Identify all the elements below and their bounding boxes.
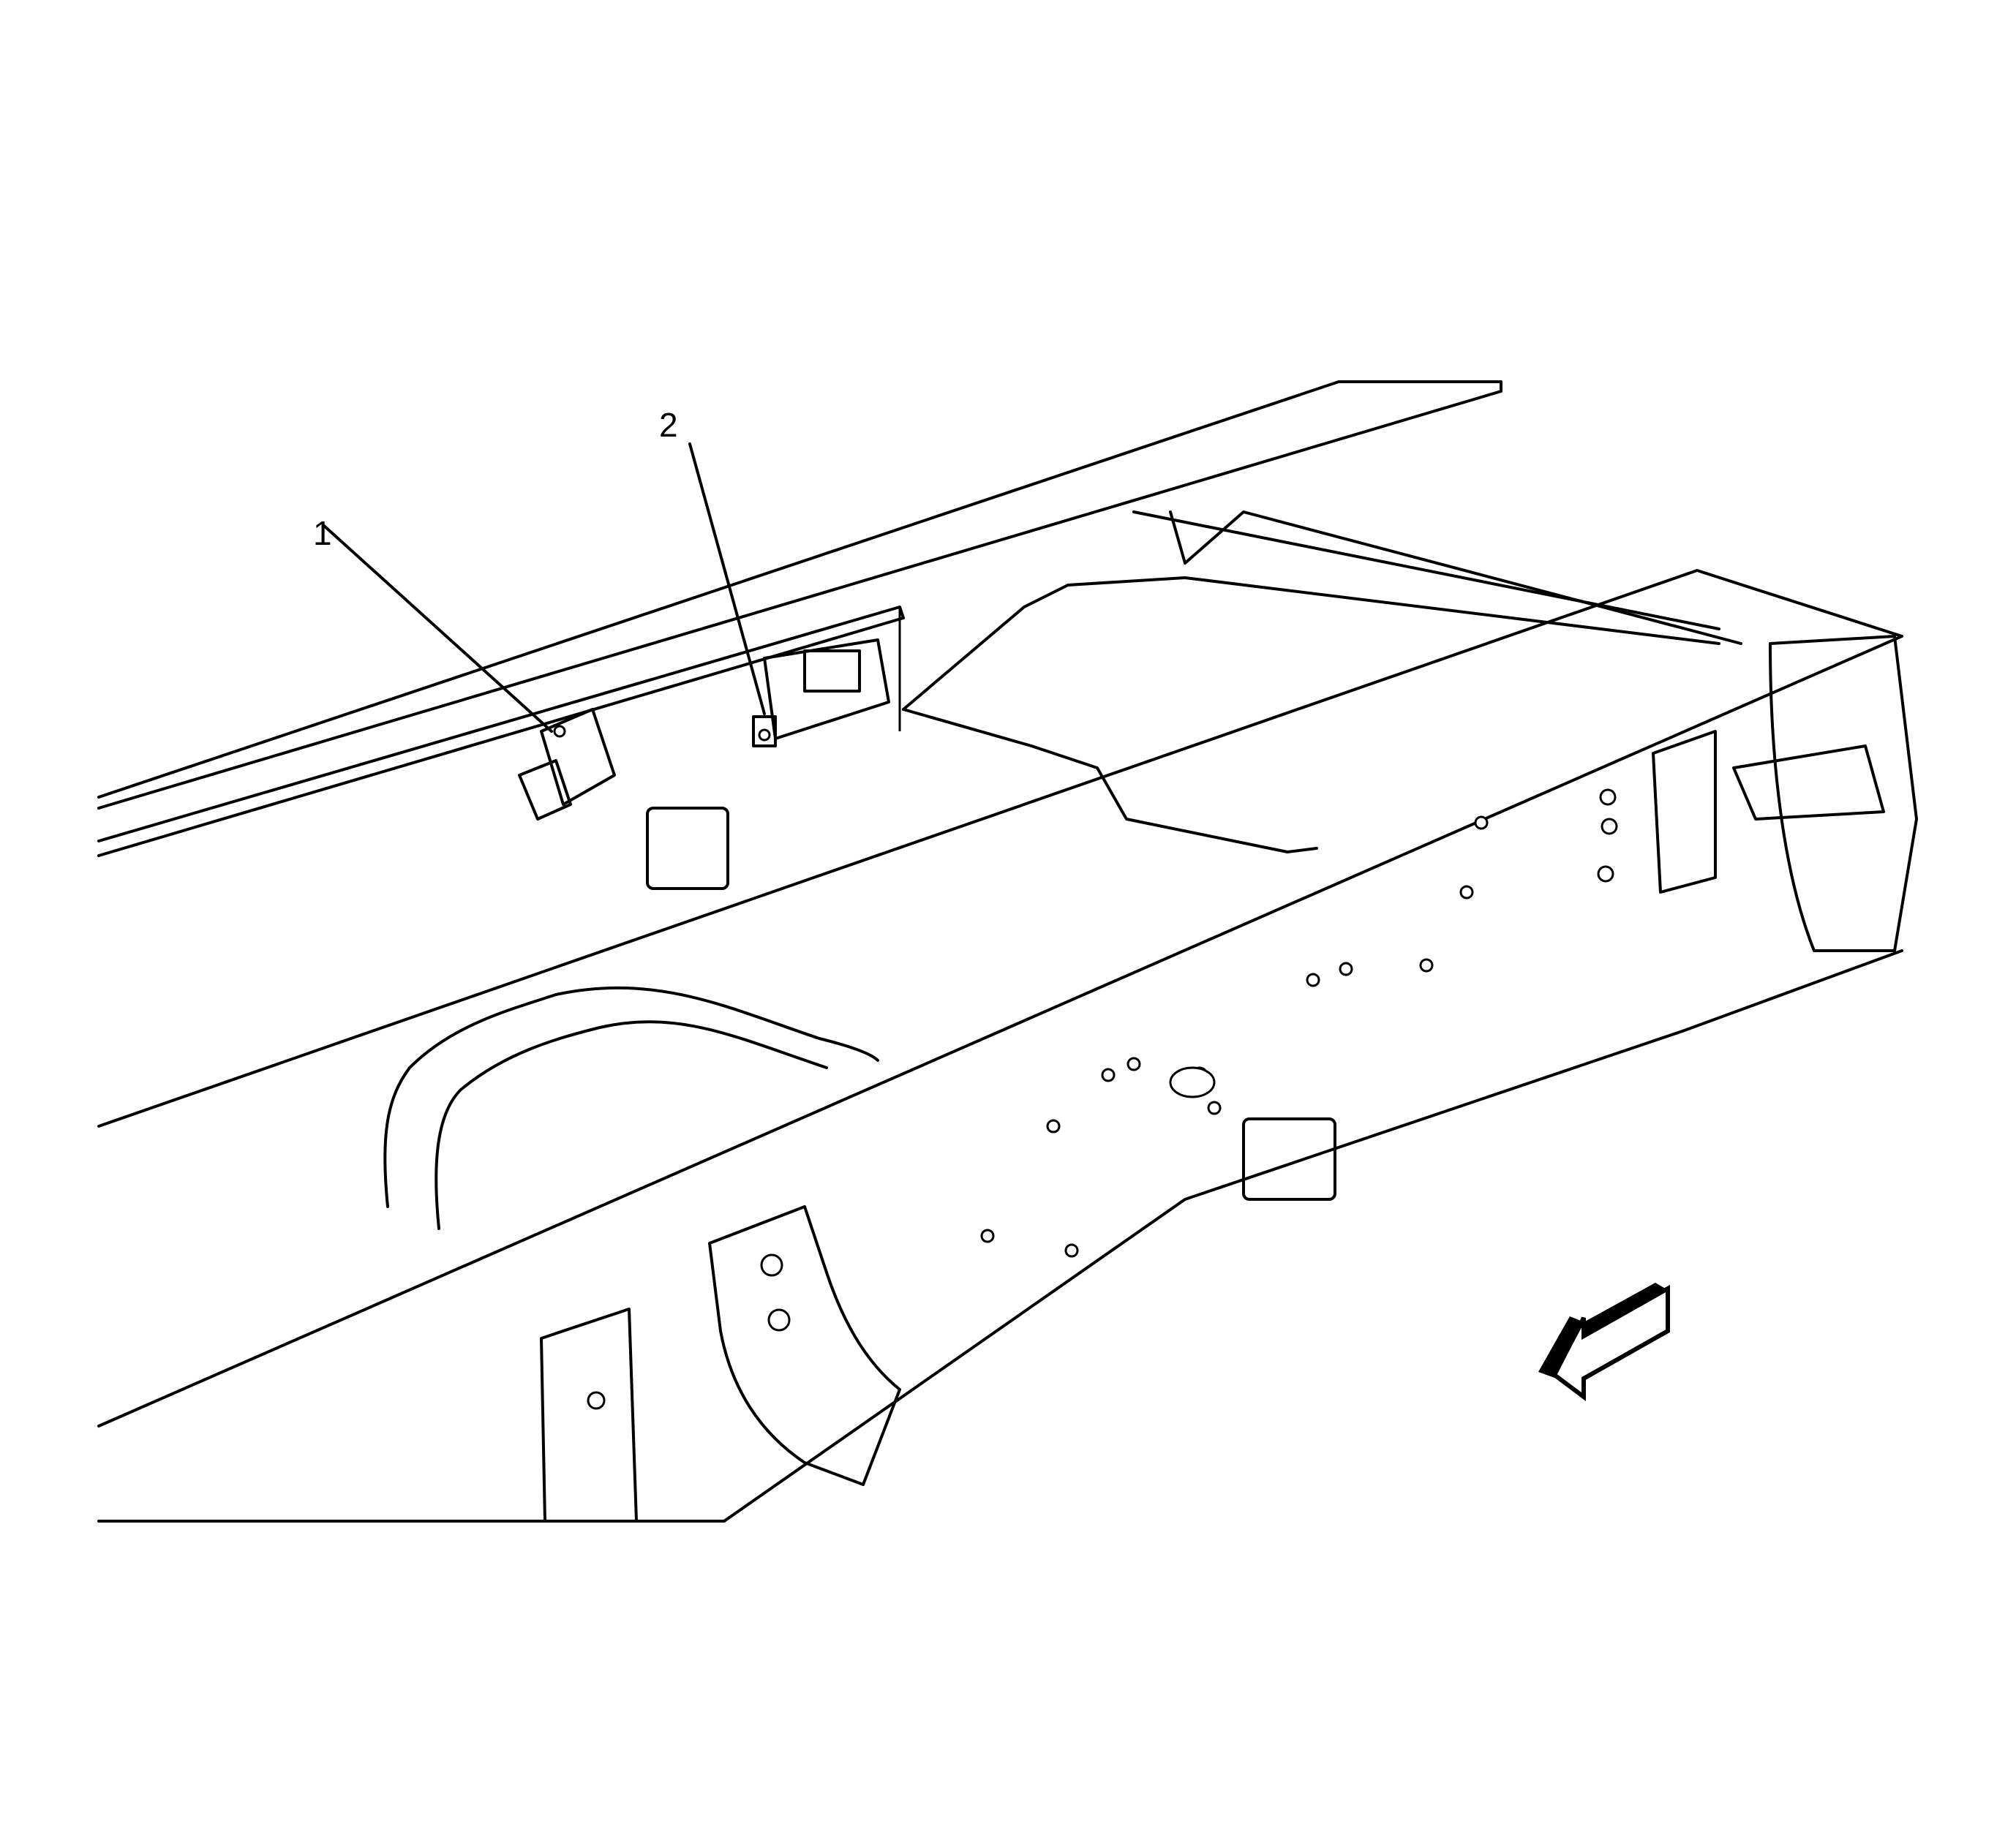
body-mount-front — [708, 1205, 901, 1486]
callout-2-leader — [688, 442, 766, 715]
callout-1: 1 — [313, 514, 332, 552]
near-frame-rail — [97, 569, 1903, 1523]
component-1 — [518, 708, 616, 821]
body-mount-rear — [1652, 635, 1918, 952]
rear-left-mount — [540, 1308, 638, 1523]
crossmember — [902, 510, 1742, 853]
wire-harness — [383, 986, 879, 1230]
far-frame-rail — [97, 380, 1502, 857]
callout-2: 2 — [659, 406, 678, 444]
module-2 — [752, 638, 890, 747]
front-direction-arrow-icon — [1538, 1283, 1670, 1401]
callout-1-leader — [323, 524, 553, 733]
blocks — [646, 807, 1336, 1201]
